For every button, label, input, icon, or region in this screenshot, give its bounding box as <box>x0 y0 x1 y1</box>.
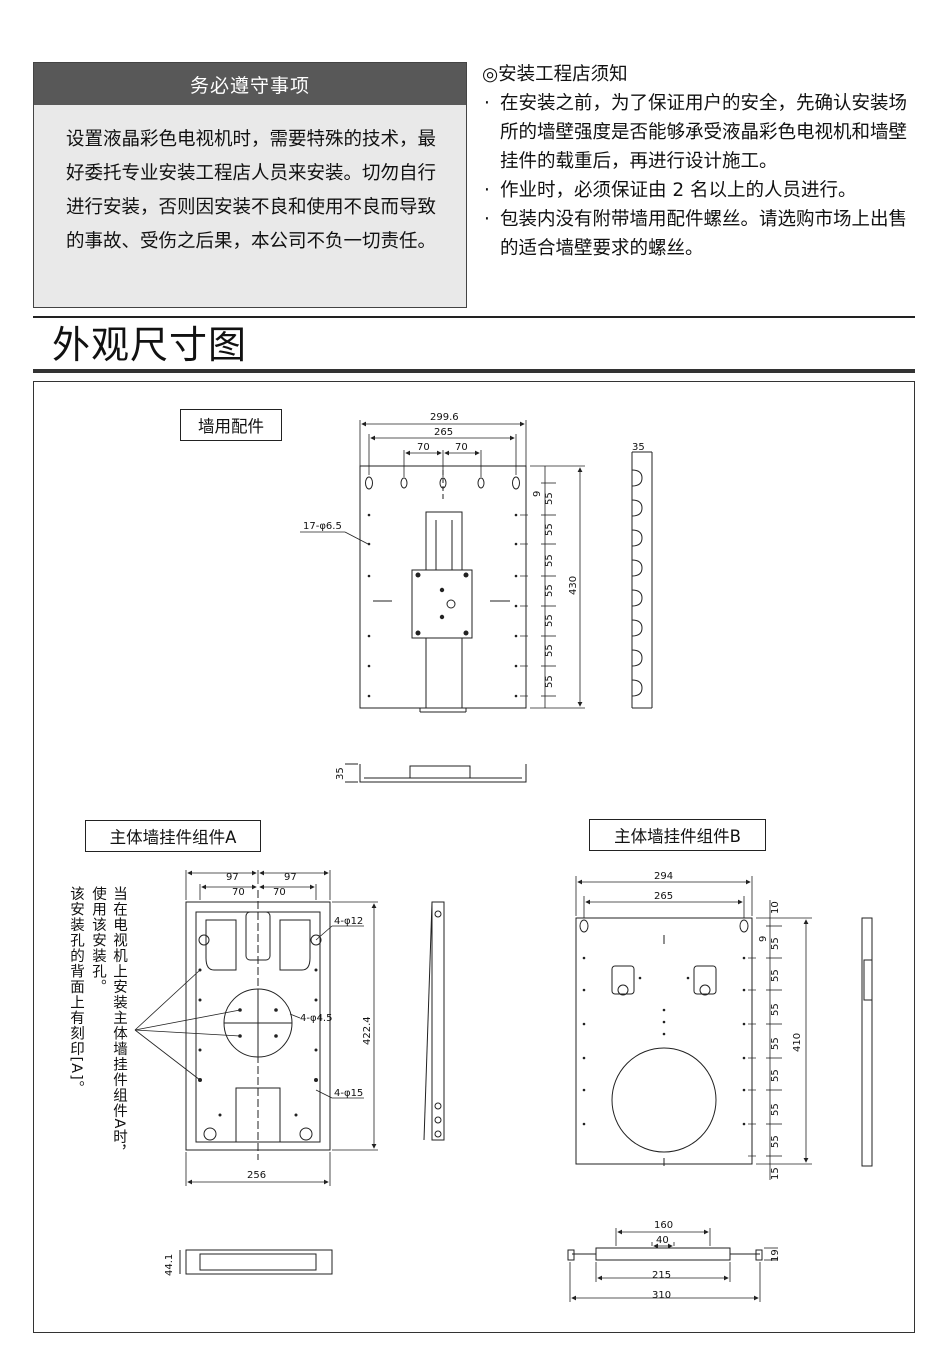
dim-265: 265 <box>434 427 453 438</box>
dim-55-1: 55 <box>544 492 555 505</box>
unit-b-label: 主体墙挂件组件B <box>589 819 766 851</box>
unit-a-dim-labels: 97 97 70 70 4-φ12 4-φ4.5 4-φ15 256 422.4… <box>164 872 373 1276</box>
dim-55-5: 55 <box>770 1069 781 1082</box>
unit-a-side-view <box>423 901 445 1141</box>
section-rule-top <box>33 316 915 318</box>
dim-265: 265 <box>654 891 673 902</box>
wall-bracket-front-view <box>359 465 527 713</box>
dim-9: 9 <box>532 491 543 497</box>
unit-a-bottom-view <box>179 1249 333 1275</box>
dim-55-6: 55 <box>770 1103 781 1116</box>
installer-note: 作业时，必须保证由 2 名以上的人员进行。 <box>482 176 922 205</box>
unit-a-note-3: 该安装孔的背面上有刻印[A]。 <box>68 886 84 1097</box>
unit-b-dimensions <box>575 876 812 1180</box>
wall-plate-small-holes <box>367 513 518 698</box>
unit-a-front-view <box>185 890 331 1160</box>
installer-note: 在安装之前，为了保证用户的安全，先确认安装场所的墙壁强度是否能够承受液晶彩色电视… <box>482 89 922 176</box>
dimension-drawing <box>33 381 915 1333</box>
wall-bracket-dim-labels: 299.6 265 70 70 17-φ6.5 35 <box>303 412 645 532</box>
notice-body: 设置液晶彩色电视机时，需要特殊的技术，最好委托专业安装工程店人员来安装。切勿自行… <box>66 129 437 252</box>
wall-bracket-bottom-view <box>345 763 527 783</box>
installer-notes: ◎安装工程店须知 在安装之前，为了保证用户的安全，先确认安装场所的墙壁强度是否能… <box>482 60 922 263</box>
dim-70-left: 70 <box>232 887 245 898</box>
section-title: 外观尺寸图 <box>52 323 248 367</box>
mount-plate <box>411 569 473 639</box>
dim-294: 294 <box>654 871 673 882</box>
dim-160: 160 <box>654 1220 673 1231</box>
unit-b-front-view <box>575 917 753 1166</box>
dim-40: 40 <box>656 1235 669 1246</box>
dim-55-3: 55 <box>544 554 555 567</box>
wall-bracket-label: 墙用配件 <box>180 409 282 441</box>
dim-70-right: 70 <box>455 442 468 453</box>
dim-299-6: 299.6 <box>430 412 459 423</box>
dim-55-2: 55 <box>770 969 781 982</box>
dim-70-right: 70 <box>273 887 286 898</box>
dim-4-4-5: 4-φ4.5 <box>300 1013 332 1024</box>
unit-b-side-view <box>861 917 873 1167</box>
unit-b-arrow-ticks <box>748 957 756 1157</box>
unit-a-note-1: 当在电视机上安装主体墙挂件组件A时， <box>111 886 127 1161</box>
unit-a-label: 主体墙挂件组件A <box>85 820 261 852</box>
dim-55-5: 55 <box>544 614 555 627</box>
unit-b-holes <box>582 956 746 1126</box>
installer-notes-title: ◎安装工程店须知 <box>482 64 628 85</box>
dim-422-4: 422.4 <box>362 1016 373 1045</box>
dim-19: 19 <box>770 1249 781 1262</box>
unit-a-dimensions <box>134 870 378 1186</box>
dim-15: 15 <box>770 1167 781 1180</box>
dim-55-6: 55 <box>544 644 555 657</box>
dim-holes: 17-φ6.5 <box>303 521 342 532</box>
dim-70-left: 70 <box>417 442 430 453</box>
dim-4-12: 4-φ12 <box>334 916 363 927</box>
dim-215: 215 <box>652 1270 671 1281</box>
dim-310: 310 <box>652 1290 671 1301</box>
unit-b-bottom-dimensions <box>569 1228 778 1302</box>
dim-55-4: 55 <box>544 584 555 597</box>
unit-b-bottom-view <box>567 1247 763 1261</box>
dim-9: 9 <box>758 936 769 942</box>
installer-notes-list: 在安装之前，为了保证用户的安全，先确认安装场所的墙壁强度是否能够承受液晶彩色电视… <box>482 89 922 263</box>
unit-b-outline <box>575 917 753 1165</box>
wall-bracket-side-view <box>631 451 653 709</box>
dim-410: 410 <box>792 1033 803 1052</box>
dim-10: 10 <box>770 901 781 914</box>
wall-bracket-dimensions <box>300 420 585 709</box>
dim-4-15: 4-φ15 <box>334 1088 363 1099</box>
section-rule-bottom <box>33 369 915 373</box>
dim-55-1: 55 <box>770 937 781 950</box>
unit-b-bottom-labels: 160 40 215 310 19 <box>652 1220 781 1301</box>
wall-bracket-arrow-ticks <box>520 514 528 697</box>
dim-256: 256 <box>247 1170 266 1181</box>
dim-55-3: 55 <box>770 1003 781 1016</box>
dim-35-bottom: 35 <box>335 767 346 780</box>
unit-a-note-2: 使用该安装孔。 <box>90 886 106 995</box>
notice-box: 务必遵守事项 设置液晶彩色电视机时，需要特殊的技术，最好委托专业安装工程店人员来… <box>33 62 467 308</box>
unit-b-dim-labels: 294 265 10 9 55 55 55 55 55 55 55 15 410 <box>654 871 803 1180</box>
dim-55-7: 55 <box>770 1135 781 1148</box>
dim-55-2: 55 <box>544 523 555 536</box>
dim-55-4: 55 <box>770 1037 781 1050</box>
dim-44-1: 44.1 <box>164 1254 175 1276</box>
installer-note: 包装内没有附带墙用配件螺丝。请选购市场上出售的适合墙壁要求的螺丝。 <box>482 205 922 263</box>
wall-bracket-vertical-labels: 9 55 55 55 55 55 55 55 430 35 <box>335 491 579 780</box>
dim-side-35: 35 <box>632 442 645 453</box>
notice-heading: 务必遵守事项 <box>34 63 466 105</box>
dim-97-left: 97 <box>226 872 239 883</box>
unit-b-center-hole <box>611 1047 717 1153</box>
dim-55-7: 55 <box>544 675 555 688</box>
dim-430: 430 <box>568 576 579 595</box>
dim-97-right: 97 <box>284 872 297 883</box>
